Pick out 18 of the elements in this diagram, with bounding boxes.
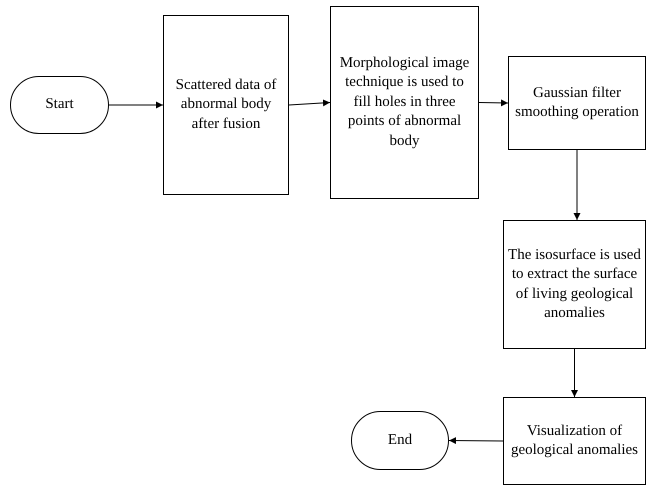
node-text: The isosurface is used to extract the surface of living geological anomalies xyxy=(508,246,641,323)
process-box xyxy=(503,220,646,349)
process-box xyxy=(508,56,646,150)
node-text: Gaussian filter smoothing operation xyxy=(514,84,640,122)
process-box xyxy=(503,397,646,485)
node-text: End xyxy=(388,430,412,450)
arrow xyxy=(448,437,504,444)
arrow xyxy=(108,102,164,108)
process-box xyxy=(330,6,479,199)
node-text: Morphological image technique is used to fill holes in three points of abnormal body xyxy=(338,54,470,151)
arrow xyxy=(478,99,508,106)
arrow xyxy=(571,348,578,398)
arrow xyxy=(288,99,330,106)
process-box xyxy=(163,15,289,195)
node-text: Scattered data of abnormal body after fusion xyxy=(174,76,278,134)
node-text: Start xyxy=(45,95,74,114)
node-text: Visualization of geological anomalies xyxy=(510,422,640,460)
arrow xyxy=(574,150,580,220)
